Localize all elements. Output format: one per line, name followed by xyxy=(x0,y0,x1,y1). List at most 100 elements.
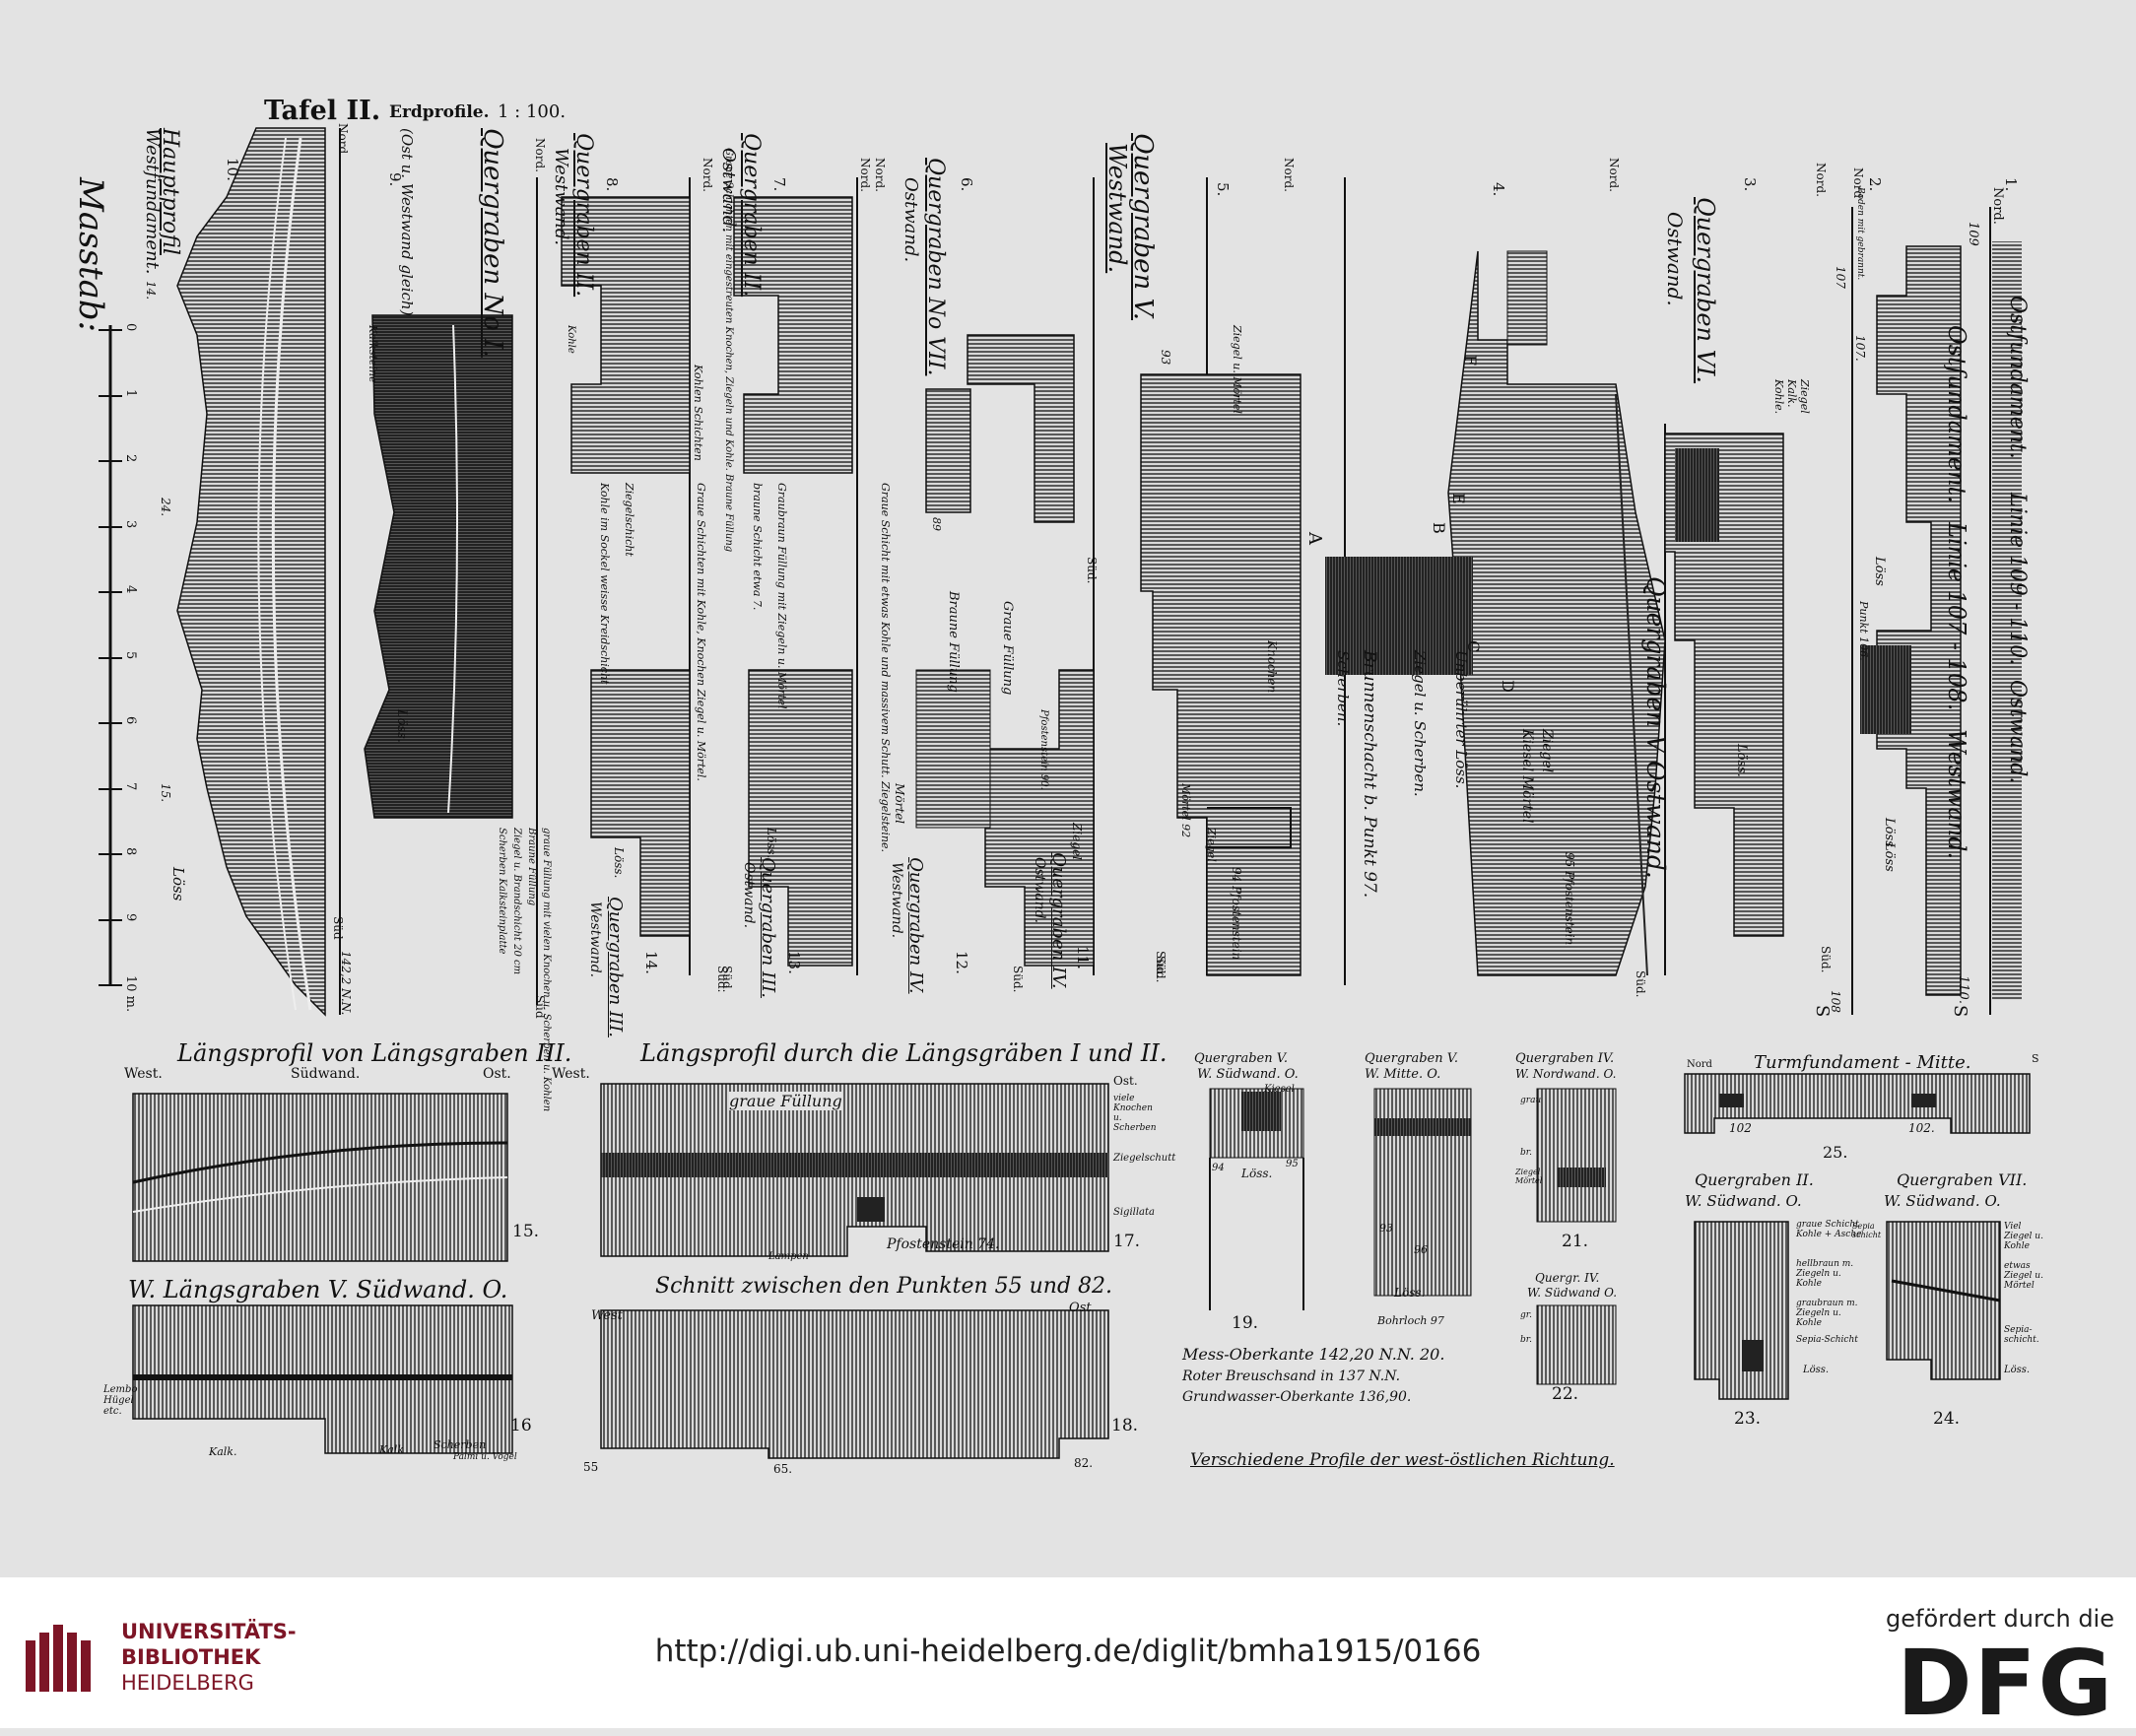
university-logo-icon xyxy=(26,1625,91,1692)
panel-23-drawing xyxy=(1694,1221,1789,1400)
panel-17-note: viele Knochen u. Scherben xyxy=(1113,1094,1157,1133)
profile-3-number: 3. xyxy=(1741,177,1759,192)
profile-4-note: A xyxy=(1304,532,1325,545)
panel-23-number: 23. xyxy=(1734,1409,1762,1429)
panel-23-note: graue Schicht Kohle + Asche xyxy=(1796,1220,1862,1239)
panel-18-drawing xyxy=(600,1309,1109,1459)
profile-10-mark: 142,2 N.N. xyxy=(339,951,353,1016)
panel-18-mark: 65. xyxy=(773,1462,793,1476)
panel-17-left: West. xyxy=(552,1066,590,1082)
profile-10-mark: 14. xyxy=(144,281,158,300)
profile-7-note: braune Schicht etwa 7. xyxy=(751,483,764,611)
profile-13-note: Löss. xyxy=(765,828,778,859)
source-url-link[interactable]: http://digi.ub.uni-heidelberg.de/diglit/… xyxy=(654,1634,1482,1669)
panel-22-note: br. xyxy=(1520,1335,1532,1345)
profile-6-note: Graue Füllung xyxy=(1000,601,1015,696)
profile-7-note: Graubraun Füllung mit Ziegeln u. Mörtel xyxy=(775,483,788,709)
profile-8-caption: Westwand. xyxy=(551,148,571,246)
profile-10-north: Nord xyxy=(336,123,350,155)
panel-23-note: Sepia-Schicht xyxy=(1796,1335,1858,1345)
scale-tick: 3 xyxy=(123,520,138,529)
profile-4-note: C xyxy=(1464,640,1483,653)
panel-25-right: S xyxy=(2032,1052,2039,1065)
profile-4-north: Nord. xyxy=(1607,158,1621,192)
panel-22-note: gr. xyxy=(1520,1310,1532,1320)
profile-6-note: Braune Füllung xyxy=(946,591,961,693)
profile-4-note: 95 Pfostenstein xyxy=(1563,852,1576,946)
panel-20-sub: W. Mitte. O. xyxy=(1365,1067,1441,1082)
panel-21-number: 21. xyxy=(1562,1232,1589,1251)
profile-6-drawing xyxy=(915,177,1095,975)
profile-5-note: 93 xyxy=(1159,350,1172,366)
panel-21-title: Quergraben IV. xyxy=(1515,1051,1615,1066)
panel-21-sub: W. Nordwand. O. xyxy=(1515,1067,1617,1081)
panel-17-title: Längsprofil durch die Längsgräben I und … xyxy=(640,1039,1168,1067)
profile-2-note: Löss xyxy=(1872,557,1887,586)
profile-3-drawing xyxy=(1664,424,1784,975)
panel-20-note: 96 xyxy=(1414,1243,1428,1256)
plate-scale: 1 : 100. xyxy=(498,101,567,122)
profile-8-note: Graue Schichten mit Kohle, Knochen Ziege… xyxy=(695,483,707,781)
panel-15-middle: Südwand. xyxy=(291,1066,361,1082)
profile-2-caption: Ostfundament. xyxy=(1943,325,1970,503)
profile-13-caption: Quergraben III. xyxy=(758,857,778,999)
university-name-line: UNIVERSITÄTS- xyxy=(121,1620,297,1643)
panel-24-drawing xyxy=(1886,1221,2001,1380)
panel-15-right: Ost. xyxy=(483,1066,511,1082)
profile-13-caption: Ostwand. xyxy=(741,862,757,929)
profile-9-caption: (Ost u. Westwand gleich) xyxy=(398,128,416,316)
panel-22-number: 22. xyxy=(1552,1384,1579,1404)
profile-12-caption: Quergraben IV. xyxy=(905,857,926,994)
panel-23-sub: W. Südwand. O. xyxy=(1685,1192,1802,1210)
panel-21-drawing xyxy=(1536,1088,1617,1223)
panel-22-drawing xyxy=(1536,1304,1617,1385)
profile-1-caption: Ostfundament. xyxy=(2005,296,2030,459)
profile-6-number: 6. xyxy=(958,177,975,192)
panel-19-note: Kiesel xyxy=(1264,1084,1295,1095)
profile-5-note: 94 Pfostenstein xyxy=(1230,867,1243,961)
panel-15-left: West. xyxy=(124,1066,163,1082)
panel-19-note: 95 xyxy=(1286,1159,1299,1169)
scale-tick: 9 xyxy=(123,913,138,922)
panel-24-sub: W. Südwand. O. xyxy=(1884,1192,2001,1210)
profile-9-note: Löss. xyxy=(394,709,409,743)
profile-4-note: Ziegel u. Scherben. xyxy=(1411,650,1429,797)
profile-3-note: Ziegel xyxy=(1798,379,1811,414)
profile-8-note: Graue Schichten mit eingestreuten Knoche… xyxy=(723,148,734,553)
profile-3-note: Kohle. xyxy=(1772,379,1785,415)
panel-17-note: Lampen xyxy=(768,1251,809,1262)
profile-6-north: Nord. xyxy=(873,158,887,192)
profile-11-caption: Ostwand. xyxy=(1032,857,1047,924)
scanned-plate: Tafel II. Erdprofile. 1 : 100. Masstab: … xyxy=(71,96,2043,1476)
scale-tick: 0 xyxy=(123,323,138,332)
legend-line: Roter Breuschsand in 137 N.N. xyxy=(1182,1369,1401,1384)
panel-24-number: 24. xyxy=(1933,1409,1961,1429)
panel-20-title: Quergraben V. xyxy=(1365,1051,1458,1066)
profile-2-caption: Westwand. xyxy=(1943,729,1970,860)
panel-16-drawing xyxy=(132,1304,513,1454)
panel-25-mark: 102. xyxy=(1908,1121,1935,1135)
dfg-logo: DFG xyxy=(1897,1631,2114,1736)
profile-1-caption: Ostwand. xyxy=(2005,680,2030,784)
scale-tick: 5 xyxy=(123,651,138,660)
panel-19-sub: W. Südwand. O. xyxy=(1197,1067,1299,1082)
panel-15-drawing xyxy=(132,1093,508,1262)
plate-drawing xyxy=(99,127,2031,1459)
scale-tick: 8 xyxy=(123,847,138,856)
panel-17-note: graue Füllung xyxy=(729,1092,842,1110)
panel-20-note: Bohrloch 97 xyxy=(1377,1314,1444,1327)
panel-24-title: Quergraben VII. xyxy=(1897,1170,2028,1189)
panel-19-title: Quergraben V. xyxy=(1194,1051,1288,1066)
panel-16-number: 16 xyxy=(510,1416,532,1436)
scale-tick: 1 xyxy=(123,389,138,398)
profile-10-number: 10. xyxy=(224,158,241,181)
profile-6-south: Süd. xyxy=(1085,557,1099,584)
panel-23-title: Quergraben II. xyxy=(1695,1170,1814,1189)
panel-17-note: Sigillata xyxy=(1113,1207,1155,1218)
profile-8-note: Kohle im Sockel weisse Kreidschicht xyxy=(598,483,611,685)
profile-3-north: Nord. xyxy=(1814,163,1828,197)
profile-11-note: Ziegel xyxy=(1070,823,1084,860)
profile-3-caption: Ostwand. xyxy=(1663,212,1687,306)
panel-17-right: Ost. xyxy=(1113,1074,1138,1088)
panel-19-note: Löss. xyxy=(1241,1167,1273,1180)
